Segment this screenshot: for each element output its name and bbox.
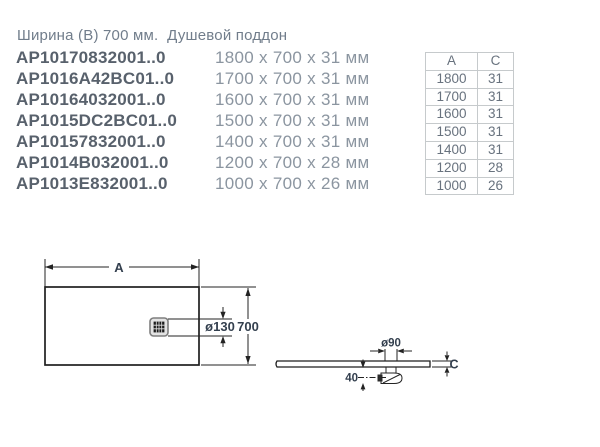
cell-c: 31 <box>477 105 514 125</box>
trap-nut <box>377 374 383 382</box>
table-row: 1200 28 <box>425 158 514 178</box>
product-code: AP1016A42BC01..0 <box>16 69 175 88</box>
cell-c: 31 <box>477 87 514 107</box>
width-extension-lines <box>201 286 256 366</box>
length-dimension-label: A <box>114 260 124 275</box>
top-view-drawing: A ø130 700 <box>44 259 261 366</box>
product-code: AP1014B032001..0 <box>16 153 169 172</box>
product-row: AP1013E832001..0 1000 x 700 x 26 мм <box>16 173 369 194</box>
cell-a: 1600 <box>425 105 478 125</box>
table-row: 1600 31 <box>425 105 514 125</box>
product-code: AP1013E832001..0 <box>16 174 168 193</box>
trap-offset-label: 40 <box>345 373 358 385</box>
product-code: AP10157832001..0 <box>16 132 166 151</box>
product-row: AP1015DC2BC01..0 1500 x 700 x 31 мм <box>16 110 369 131</box>
drain-trap <box>377 367 403 384</box>
cell-a: 1700 <box>425 87 478 107</box>
table-row: 1800 31 <box>425 69 514 89</box>
drain-grate-icon <box>149 317 169 337</box>
cell-c: 31 <box>477 69 514 89</box>
product-row: AP10170832001..0 1800 x 700 x 31 мм <box>16 47 369 68</box>
side-view-drawing: ø90 40 C <box>275 338 459 391</box>
product-row: AP10157832001..0 1400 x 700 x 31 мм <box>16 131 369 152</box>
product-code: AP10164032001..0 <box>16 90 166 109</box>
table-row: 1700 31 <box>425 87 514 107</box>
cell-a: 1800 <box>425 69 478 89</box>
a-extension-lines <box>44 259 200 287</box>
cell-a: 1200 <box>425 158 478 178</box>
cell-c: 31 <box>477 123 514 142</box>
dimension-table: A C 1800 31 1700 31 1600 31 1500 31 1400 <box>425 52 514 196</box>
product-row: AP1014B032001..0 1200 x 700 x 28 мм <box>16 152 369 173</box>
product-size: 1600 x 700 x 31 мм <box>215 90 370 109</box>
tray-outline <box>44 286 200 366</box>
thickness-extension-lines <box>432 360 453 368</box>
drain-leader-lines <box>168 318 232 337</box>
table-header-row: A C <box>425 52 514 71</box>
drain-diameter-label: ø90 <box>381 338 401 350</box>
product-code: AP1015DC2BC01..0 <box>16 111 178 130</box>
tray-profile <box>275 360 431 368</box>
cell-c: 28 <box>477 158 514 178</box>
column-header-c: C <box>477 52 514 71</box>
drain-diameter-label: ø130 <box>205 319 235 334</box>
width-value-label: 700 <box>237 319 259 334</box>
cell-c: 26 <box>477 176 514 196</box>
product-size: 1700 x 700 x 31 мм <box>215 69 370 88</box>
column-header-a: A <box>425 52 478 71</box>
cell-a: 1400 <box>425 140 478 160</box>
drain-hole-lines <box>384 349 398 361</box>
product-code: AP10170832001..0 <box>16 48 166 67</box>
thickness-label: C <box>450 358 459 372</box>
product-size: 1800 x 700 x 31 мм <box>215 48 370 67</box>
table-row: 1000 26 <box>425 176 514 196</box>
cell-a: 1500 <box>425 123 478 142</box>
product-list: AP10170832001..0 1800 x 700 x 31 мм AP10… <box>16 47 369 194</box>
table-row: 1500 31 <box>425 123 514 142</box>
cell-a: 1000 <box>425 176 478 196</box>
cell-c: 31 <box>477 140 514 160</box>
page-title: Ширина (B) 700 мм. Душевой поддон <box>17 27 288 44</box>
product-size: 1500 x 700 x 31 мм <box>215 111 370 130</box>
product-row: AP10164032001..0 1600 x 700 x 31 мм <box>16 89 369 110</box>
product-size: 1000 x 700 x 26 мм <box>215 174 370 193</box>
table-row: 1400 31 <box>425 140 514 160</box>
product-size: 1200 x 700 x 28 мм <box>215 153 370 172</box>
product-size: 1400 x 700 x 31 мм <box>215 132 370 151</box>
product-row: AP1016A42BC01..0 1700 x 700 x 31 мм <box>16 68 369 89</box>
